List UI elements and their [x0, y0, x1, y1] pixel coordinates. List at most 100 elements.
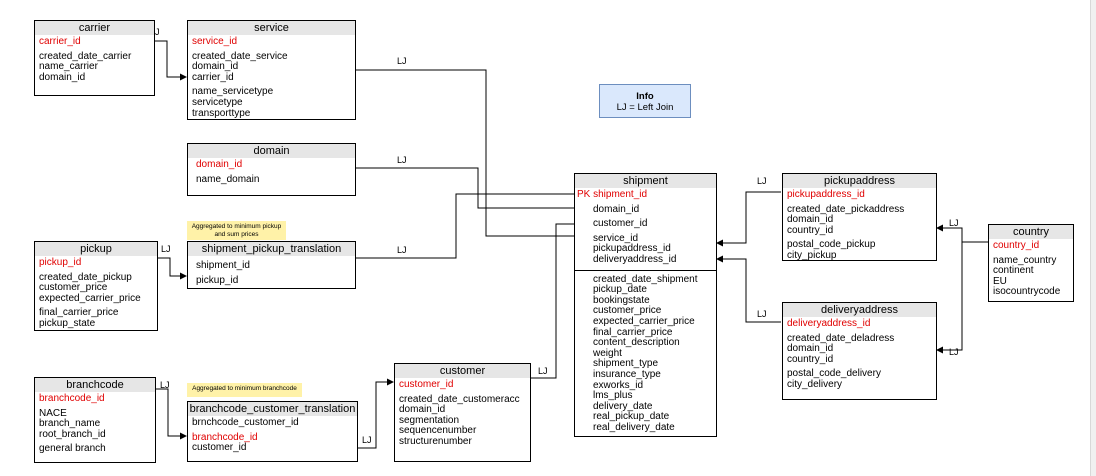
field: city_delivery	[787, 378, 843, 390]
field: postal_code_delivery	[787, 368, 881, 380]
field: branchcode_id	[192, 431, 258, 443]
field: brnchcode_customer_id	[192, 417, 299, 428]
info-title: Info	[636, 91, 654, 102]
field: shipment_type	[593, 358, 659, 370]
field: created_date_service	[192, 50, 288, 62]
field: continent	[993, 265, 1034, 277]
line-pickupaddress-shipment	[716, 191, 781, 247]
table-carrier: carrier carrier_id created_date_carrier …	[34, 20, 155, 96]
field: created_date_carrier	[39, 50, 132, 62]
field: NACE	[39, 407, 67, 419]
field: final_carrier_price	[39, 307, 119, 319]
field: lms_plus	[593, 390, 633, 402]
table-country: country country_id name_country continen…	[988, 224, 1074, 302]
lj-label: LJ	[397, 155, 407, 165]
line-service-shipment	[356, 69, 587, 240]
table-title: pickup	[35, 242, 157, 256]
field: country_id	[787, 224, 834, 236]
primary-key-field: service_id	[192, 36, 238, 47]
field: name_carrier	[39, 61, 98, 73]
lj-label: LJ	[397, 56, 407, 66]
primary-key-field: domain_id	[196, 159, 243, 170]
field: domain_id	[192, 61, 239, 73]
table-title: shipment_pickup_translation	[188, 242, 355, 256]
field: pickup_id	[196, 274, 239, 286]
field: domain_id	[787, 343, 834, 355]
field: name_country	[993, 254, 1057, 266]
table-shipment: shipment PK shipment_id domain_id custom…	[574, 173, 717, 437]
field: country_id	[787, 353, 834, 365]
primary-key-field: shipment_id	[593, 189, 648, 200]
field: postal_code_pickup	[787, 239, 876, 251]
field: created_date_pickup	[39, 271, 132, 283]
line-translation-shipment	[356, 190, 587, 259]
field: name_servicetype	[192, 86, 274, 98]
field: sequencenumber	[399, 425, 477, 437]
lj-label: LJ	[538, 366, 548, 376]
lj-label: LJ	[757, 176, 767, 186]
divider	[575, 269, 716, 271]
scrollbar[interactable]	[1090, 0, 1096, 476]
pickup-aggregation-note: Aggregated to minimum pickup and sum pri…	[187, 221, 286, 240]
field: shipment_id	[196, 260, 250, 271]
table-title: shipment	[575, 174, 716, 188]
primary-key-field: deliveryaddress_id	[787, 318, 871, 329]
field: domain_id	[787, 214, 834, 226]
table-branchcode-customer-translation: branchcode_customer_translation brnchcod…	[187, 401, 358, 462]
lj-label: LJ	[161, 244, 171, 254]
field: weight	[593, 347, 622, 359]
field: customer_id	[593, 218, 648, 230]
field: real_pickup_date	[593, 411, 670, 423]
line-translation-customer	[358, 378, 394, 449]
table-branchcode: branchcode branchcode_id NACE branch_nam…	[34, 377, 156, 463]
field: carrier_id	[192, 71, 234, 83]
info-box: Info LJ = Left Join	[599, 84, 691, 118]
table-domain: domain domain_id name_domain	[187, 143, 356, 196]
field: service_id	[593, 232, 639, 244]
field: bookingstate	[593, 294, 650, 306]
primary-key-field: customer_id	[399, 379, 454, 390]
table-service: service service_id created_date_service …	[187, 20, 356, 120]
table-title: pickupaddress	[783, 174, 936, 188]
field: deliveryaddress_id	[593, 253, 677, 265]
field: created_date_shipment	[593, 273, 698, 285]
line-deliveryaddress-shipment	[716, 255, 781, 323]
info-text: LJ = Left Join	[616, 102, 674, 113]
lj-label: LJ	[949, 218, 959, 228]
field: customer_id	[192, 442, 247, 454]
table-shipment-pickup-translation: shipment_pickup_translation shipment_id …	[187, 241, 356, 289]
primary-key-field: country_id	[993, 240, 1040, 251]
table-title: branchcode_customer_translation	[188, 402, 357, 416]
field: real_delivery_date	[593, 421, 675, 433]
field: customer_price	[39, 282, 108, 294]
field: structurenumber	[399, 435, 472, 447]
field: customer_price	[593, 305, 662, 317]
field: name_domain	[196, 173, 260, 185]
field: domain_id	[39, 71, 86, 83]
line-branchcode-translation	[156, 388, 187, 440]
field: exworks_id	[593, 379, 644, 391]
table-deliveryaddress: deliveryaddress deliveryaddress_id creat…	[782, 302, 937, 400]
field: pickup_state	[39, 317, 96, 329]
line-pickup-translation	[158, 257, 187, 280]
line-domain-shipment	[356, 167, 587, 212]
field: content_description	[593, 337, 680, 349]
line-country-deliveryaddress	[936, 241, 988, 354]
field: expected_carrier_price	[593, 315, 695, 327]
table-title: deliveryaddress	[783, 303, 936, 317]
table-title: service	[188, 21, 355, 35]
field: general branch	[39, 443, 106, 455]
primary-key-field: branchcode_id	[39, 393, 105, 404]
primary-key-field: pickup_id	[39, 257, 82, 268]
line-carrier-service	[155, 40, 187, 81]
field: isocountrycode	[993, 286, 1061, 298]
field: final_carrier_price	[593, 326, 673, 338]
field: servicetype	[192, 96, 243, 108]
field: delivery_date	[593, 400, 653, 412]
lj-label: LJ	[949, 347, 959, 357]
field: pickup_date	[593, 284, 647, 296]
lj-label: LJ	[362, 435, 372, 445]
field: domain_id	[399, 404, 446, 416]
field: created_date_deladress	[787, 332, 895, 344]
field: pickupaddress_id	[593, 243, 671, 255]
